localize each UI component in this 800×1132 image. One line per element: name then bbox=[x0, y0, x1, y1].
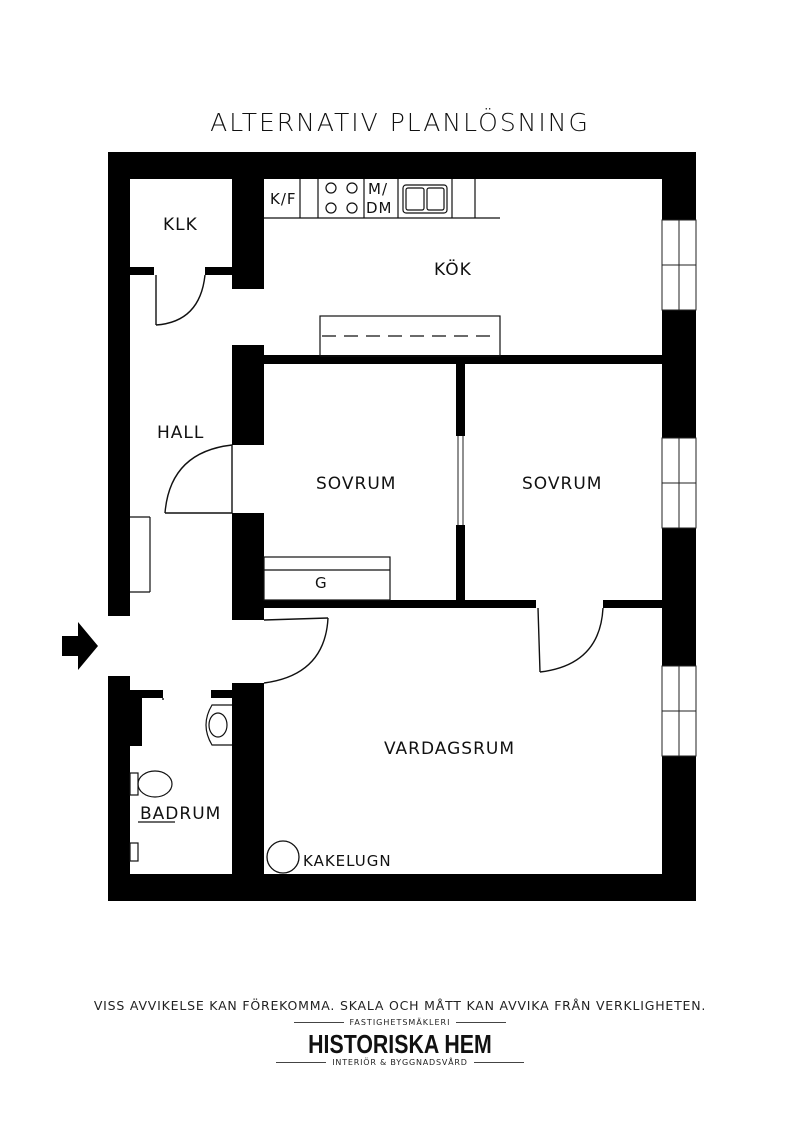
kakelugn-icon bbox=[266, 840, 300, 874]
kitchen-counter bbox=[264, 179, 501, 357]
label-hall: HALL bbox=[157, 423, 204, 443]
label-kok: KÖK bbox=[434, 258, 472, 280]
label-sovrum-2: SOVRUM bbox=[522, 474, 602, 494]
door-swings bbox=[155, 274, 604, 700]
label-sovrum-1: SOVRUM bbox=[316, 474, 396, 494]
interior-walls bbox=[130, 179, 662, 875]
brand-tagline-top: FASTIGHETSMÄKLERI bbox=[349, 1018, 451, 1027]
label-vardagsrum: VARDAGSRUM bbox=[384, 739, 515, 759]
outer-walls bbox=[108, 152, 696, 901]
brand-tagline-bottom: INTERIÖR & BYGGNADSVÅRD bbox=[332, 1058, 468, 1067]
bathroom-fixtures bbox=[129, 704, 232, 862]
brand-logo: FASTIGHETSMÄKLERI HISTORISKA HEM INTERIÖ… bbox=[0, 1018, 800, 1067]
label-kakelugn: KAKELUGN bbox=[303, 852, 392, 870]
entrance-arrow-icon bbox=[62, 622, 98, 670]
label-m: M/ bbox=[368, 180, 388, 198]
windows bbox=[661, 219, 697, 757]
disclaimer-text: VISS AVVIKELSE KAN FÖREKOMMA. SKALA OCH … bbox=[93, 998, 707, 1013]
label-g: G bbox=[315, 574, 328, 592]
label-klk: KLK bbox=[163, 215, 198, 235]
brand-name: HISTORISKA HEM bbox=[308, 1029, 492, 1059]
label-kf: K/F bbox=[270, 190, 297, 208]
label-badrum: BADRUM bbox=[140, 804, 221, 824]
plan-title: ALTERNATIV PLANLÖSNING bbox=[210, 108, 590, 137]
label-dm: DM bbox=[366, 199, 393, 217]
